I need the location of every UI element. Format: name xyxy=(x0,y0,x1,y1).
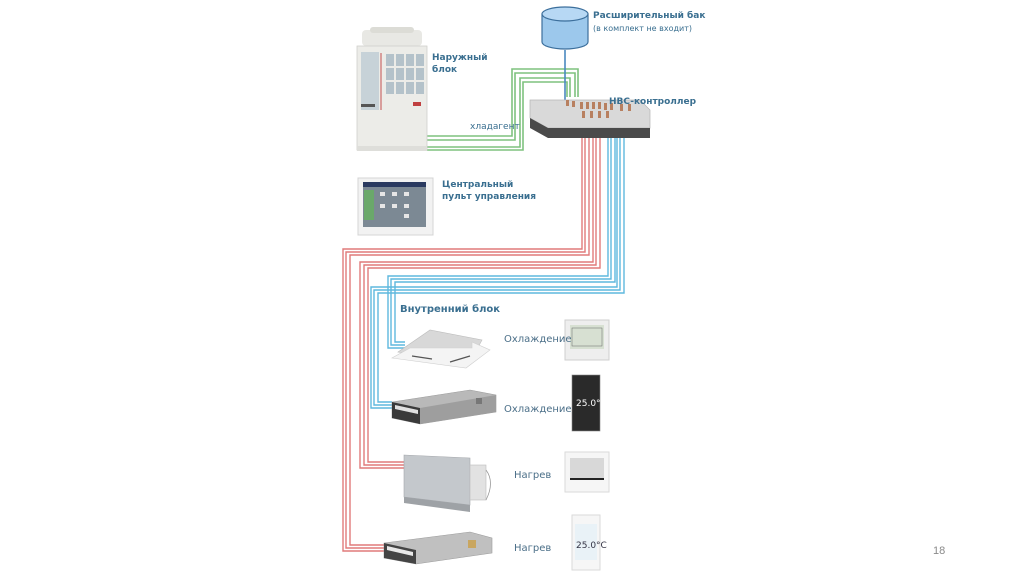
central-controller-label-line2: пульт управления xyxy=(442,192,537,202)
outdoor-unit-label-line2: блок xyxy=(432,65,458,75)
cold-pipe-b2 xyxy=(377,125,625,403)
central-controller-label-line1: Центральный xyxy=(442,180,514,190)
refrigerant-pipes xyxy=(390,68,579,151)
svg-text:25.0°C: 25.0°C xyxy=(576,399,607,409)
cold-water-pipes xyxy=(370,125,625,409)
refrigerant-pipe-1 xyxy=(390,72,576,141)
hot-pipe-b1 xyxy=(363,125,597,466)
cold-pipe-a3 xyxy=(387,125,609,349)
hot-pipe-a3 xyxy=(342,125,583,552)
wired-remote-white-icon xyxy=(564,451,610,493)
indoor-unit-section-label: Внутренний блок xyxy=(400,304,501,315)
touch-remote-dark-icon: 25.0°C xyxy=(571,374,607,432)
expansion-tank-label: Расширительный бак xyxy=(593,11,706,21)
indoor-unit-3-mode: Нагрев xyxy=(514,470,552,481)
refrigerant-pipe-4 xyxy=(390,81,568,151)
outdoor-unit-label-line1: Наружный xyxy=(432,53,488,63)
central-controller-icon xyxy=(357,177,434,236)
indoor-unit-1-mode: Охлаждение xyxy=(504,334,572,345)
hot-pipe-a1 xyxy=(345,125,586,549)
cassette-unit-icon xyxy=(391,329,491,369)
wired-remote-icon xyxy=(564,319,610,361)
cold-pipe-b3 xyxy=(370,125,618,409)
ducted-slim-unit-icon xyxy=(383,531,493,565)
indoor-unit-2-mode: Охлаждение xyxy=(504,404,572,415)
page-number: 18 xyxy=(933,545,946,557)
outdoor-unit-icon xyxy=(356,27,428,151)
hot-water-pipes xyxy=(342,125,601,552)
svg-text:25.0°C: 25.0°C xyxy=(576,541,607,551)
hot-pipe-a2 xyxy=(349,125,590,546)
hot-pipe-b3 xyxy=(359,125,594,469)
indoor-unit-4-mode: Нагрев xyxy=(514,543,552,554)
expansion-tank-note: (в комплект не входит) xyxy=(593,24,692,33)
touch-remote-white-icon: 25.0°C xyxy=(571,514,607,571)
refrigerant-label: хладагент xyxy=(470,122,520,132)
refrigerant-pipe-2 xyxy=(390,68,579,137)
hbc-controller-label: HBC-контроллер xyxy=(609,97,697,107)
tank-icon xyxy=(541,6,589,50)
cold-pipe-b1 xyxy=(373,125,621,406)
hot-pipe-b2 xyxy=(367,125,601,463)
cold-pipe-a1 xyxy=(390,125,612,346)
floor-unit-icon xyxy=(403,454,491,512)
cold-pipe-a2 xyxy=(394,125,616,343)
refrigerant-pipe-3 xyxy=(390,77,571,148)
ducted-unit-icon xyxy=(391,389,497,425)
hbc-controller-icon xyxy=(529,99,651,138)
